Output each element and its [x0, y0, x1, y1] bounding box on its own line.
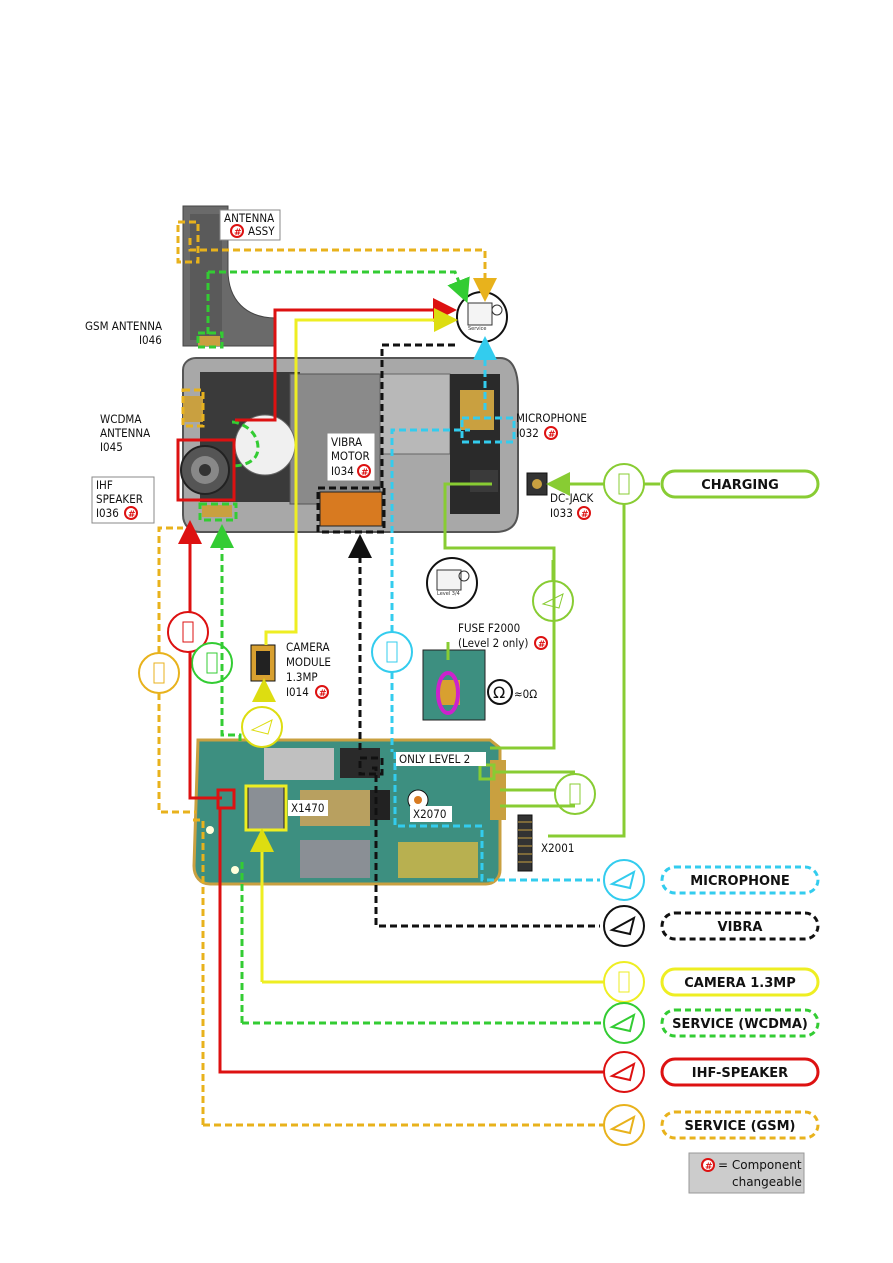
tool-circle-yellow: [241, 706, 283, 748]
tool-circle-yelloworange: [138, 652, 180, 694]
badge-ihf-speaker[interactable]: IHF-SPEAKER: [603, 1051, 820, 1093]
svg-text:(Level 2 only): (Level 2 only): [458, 636, 528, 650]
svg-text:VIBRA: VIBRA: [331, 435, 362, 449]
svg-text:SERVICE (GSM): SERVICE (GSM): [685, 1119, 796, 1134]
line-microphone: [390, 336, 600, 882]
legend: # = Component changeable: [688, 1152, 805, 1194]
svg-text:WCDMA: WCDMA: [100, 412, 141, 426]
svg-text:MICROPHONE: MICROPHONE: [690, 874, 790, 889]
svg-text:CAMERA: CAMERA: [286, 640, 330, 654]
svg-text:I045: I045: [100, 440, 123, 454]
svg-text:ANTENNA: ANTENNA: [100, 426, 150, 440]
dc-jack-part: [526, 472, 548, 496]
line-ihf-speaker: [176, 298, 612, 1074]
tool-circle-green: [191, 642, 233, 684]
svg-text:MODULE: MODULE: [286, 655, 331, 669]
label-microphone-part: MICROPHONE I032 #: [516, 411, 587, 440]
badge-service-gsm[interactable]: SERVICE (GSM): [603, 1104, 820, 1146]
svg-text:I032: I032: [516, 426, 539, 440]
label-dc-jack: DC-JACK I033 #: [550, 491, 594, 520]
label-fuse: FUSE F2000 (Level 2 only) #: [458, 621, 548, 650]
svg-text:X2070: X2070: [413, 807, 446, 821]
label-camera-module: CAMERA MODULE 1.3MP I014 #: [286, 640, 331, 699]
svg-text:#: #: [581, 510, 589, 520]
svg-text:#: #: [128, 510, 136, 520]
camera-module-part: [250, 644, 276, 682]
svg-text:I034: I034: [331, 464, 354, 478]
service-box-mid: Level 3/4: [426, 557, 478, 609]
svg-text:IHF-SPEAKER: IHF-SPEAKER: [692, 1066, 788, 1081]
badge-camera[interactable]: CAMERA 1.3MP: [603, 961, 820, 1003]
svg-text:I033: I033: [550, 506, 573, 520]
svg-text:#: #: [538, 640, 546, 650]
svg-text:X1470: X1470: [291, 801, 324, 815]
line-service-wcdma: [196, 270, 612, 1025]
service-box-top-label: Service: [468, 326, 486, 332]
svg-text:#: #: [361, 468, 369, 478]
label-x1470: X1470: [288, 800, 328, 816]
svg-text:#: #: [705, 1162, 713, 1172]
svg-text:ASSY: ASSY: [248, 224, 275, 238]
fuse-pcb: Ω: [422, 649, 513, 721]
svg-text:DC-JACK: DC-JACK: [550, 491, 594, 505]
label-antenna-assy: ANTENNA # ASSY: [219, 209, 281, 241]
service-box-mid-label: Level 3/4: [437, 591, 460, 597]
line-vibra: [316, 343, 600, 928]
svg-text:I014: I014: [286, 685, 309, 699]
line-camera: [244, 308, 612, 984]
svg-text:#: #: [548, 430, 556, 440]
svg-text:1.3MP: 1.3MP: [286, 670, 318, 684]
badge-service-wcdma[interactable]: SERVICE (WCDMA): [603, 1002, 820, 1044]
label-ihf-speaker: IHF SPEAKER I036 #: [91, 476, 155, 524]
tool-circle-lime-charging: [603, 463, 645, 505]
svg-text:= Component: = Component: [718, 1158, 802, 1172]
svg-text:ONLY LEVEL 2: ONLY LEVEL 2: [399, 752, 470, 766]
svg-text:IHF: IHF: [96, 478, 113, 492]
svg-text:#: #: [319, 689, 327, 699]
component-changeable-icon: [701, 1158, 715, 1172]
svg-text:MOTOR: MOTOR: [331, 449, 370, 463]
svg-text:ANTENNA: ANTENNA: [224, 211, 274, 225]
label-x2001: X2001: [541, 841, 574, 855]
svg-text:SERVICE (WCDMA): SERVICE (WCDMA): [672, 1017, 808, 1032]
service-box-top: Service: [456, 291, 508, 343]
label-gsm-antenna: GSM ANTENNA I046: [85, 319, 162, 347]
label-x2070: X2070: [410, 806, 452, 822]
svg-text:SPEAKER: SPEAKER: [96, 492, 143, 506]
svg-text:CHARGING: CHARGING: [701, 478, 779, 493]
line-service-gsm: [157, 220, 612, 1127]
svg-text:changeable: changeable: [732, 1175, 802, 1189]
svg-text:Ω: Ω: [493, 683, 505, 702]
svg-text:GSM ANTENNA: GSM ANTENNA: [85, 319, 162, 333]
svg-text:VIBRA: VIBRA: [718, 920, 763, 935]
svg-text:FUSE F2000: FUSE F2000: [458, 621, 520, 635]
badge-vibra[interactable]: VIBRA: [603, 905, 820, 947]
label-only-level-2: ONLY LEVEL 2: [396, 752, 486, 766]
label-vibra-motor: VIBRA MOTOR I034 #: [326, 432, 376, 482]
tool-circle-red: [167, 611, 209, 653]
svg-text:#: #: [234, 228, 242, 238]
svg-text:I036: I036: [96, 506, 119, 520]
svg-text:I046: I046: [139, 333, 162, 347]
ohm-label: ≈0Ω: [514, 687, 537, 701]
tool-circle-cyan: [371, 631, 413, 673]
tool-circle-lime-x2001: [554, 773, 596, 815]
badge-charging[interactable]: CHARGING: [660, 469, 820, 499]
label-wcdma-antenna: WCDMA ANTENNA I045: [100, 412, 150, 454]
x2001-connector: [517, 814, 533, 872]
line-charging: [443, 472, 660, 838]
antenna-assy-part: [182, 205, 277, 347]
svg-text:MICROPHONE: MICROPHONE: [516, 411, 587, 425]
svg-text:CAMERA 1.3MP: CAMERA 1.3MP: [684, 976, 796, 991]
badge-microphone[interactable]: MICROPHONE: [603, 859, 820, 901]
